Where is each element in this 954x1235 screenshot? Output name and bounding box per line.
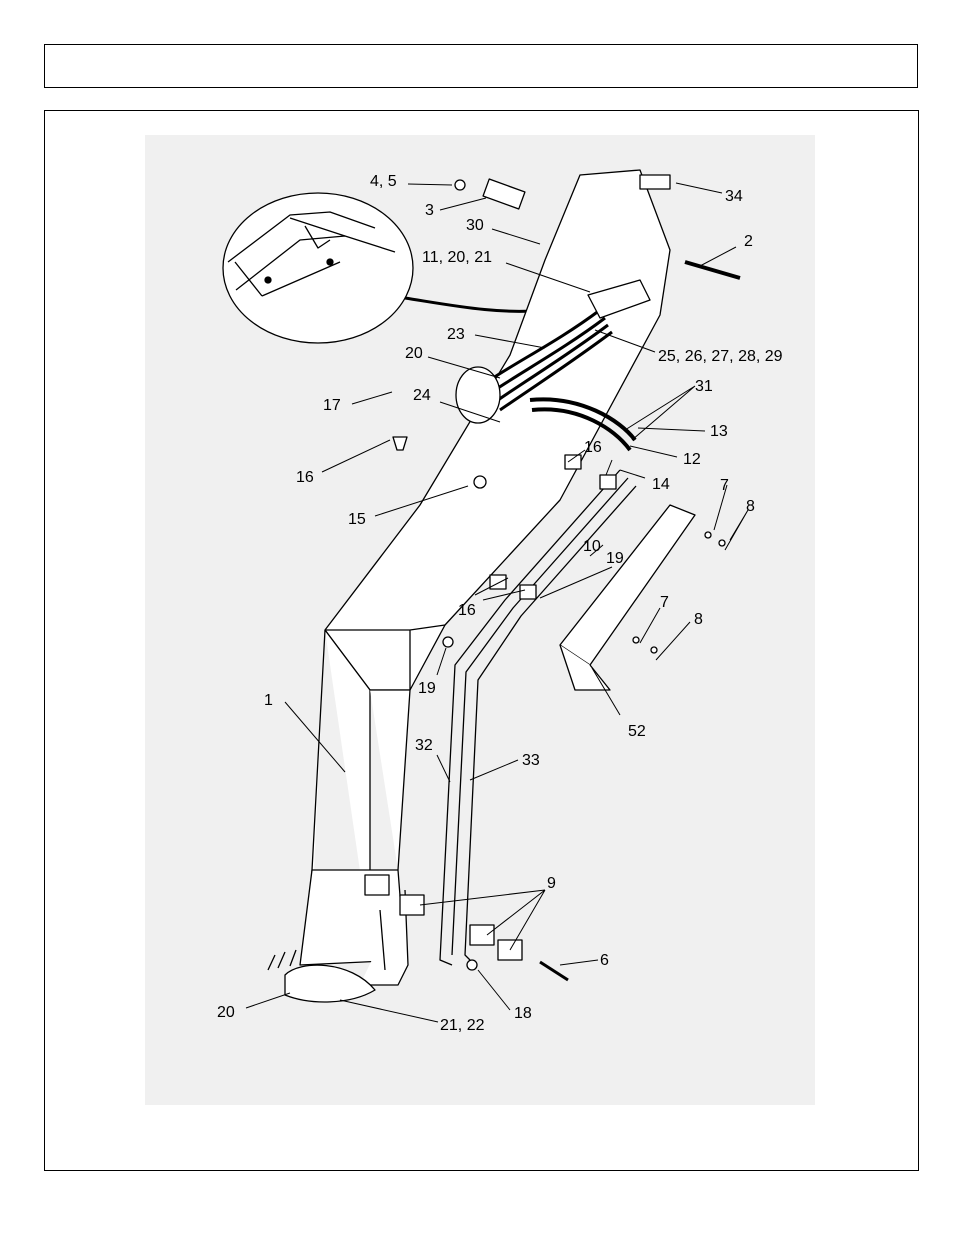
label-15: 15 bbox=[348, 511, 366, 528]
hose-bundle bbox=[455, 279, 651, 452]
header-box bbox=[44, 44, 918, 88]
label-6: 6 bbox=[600, 952, 609, 969]
label-8-lower: 8 bbox=[694, 611, 703, 628]
label-20-lower: 20 bbox=[217, 1004, 235, 1021]
label-9: 9 bbox=[547, 875, 556, 892]
label-30: 30 bbox=[466, 217, 484, 234]
mounting-plate bbox=[559, 504, 696, 691]
label-8-upper: 8 bbox=[746, 498, 755, 515]
label-19-lower: 19 bbox=[418, 680, 436, 697]
label-31: 31 bbox=[695, 378, 713, 395]
label-16-middle: 16 bbox=[458, 602, 476, 619]
label-1: 1 bbox=[264, 692, 273, 709]
label-18: 18 bbox=[514, 1005, 532, 1022]
label-24: 24 bbox=[413, 387, 431, 404]
label-7-lower: 7 bbox=[660, 594, 669, 611]
label-13: 13 bbox=[710, 423, 728, 440]
detail-inset bbox=[222, 192, 546, 344]
label-14: 14 bbox=[652, 476, 670, 493]
label-21-22: 21, 22 bbox=[440, 1017, 485, 1034]
label-2: 2 bbox=[744, 233, 753, 250]
label-12: 12 bbox=[683, 451, 701, 468]
label-17: 17 bbox=[323, 397, 341, 414]
label-52: 52 bbox=[628, 723, 646, 740]
leader-lines bbox=[245, 182, 749, 1023]
label-10: 10 bbox=[583, 538, 601, 555]
label-19-upper: 19 bbox=[606, 550, 624, 567]
label-20-upper: 20 bbox=[405, 345, 423, 362]
label-23: 23 bbox=[447, 326, 465, 343]
label-25-29: 25, 26, 27, 28, 29 bbox=[658, 348, 783, 365]
hardware bbox=[392, 174, 741, 982]
label-32: 32 bbox=[415, 737, 433, 754]
diagram-frame bbox=[44, 110, 919, 1171]
label-7-upper: 7 bbox=[720, 477, 729, 494]
label-11-20-21: 11, 20, 21 bbox=[422, 249, 492, 266]
label-16-left: 16 bbox=[296, 469, 314, 486]
label-16-upper: 16 bbox=[584, 439, 602, 456]
label-34: 34 bbox=[725, 188, 743, 205]
hydraulic-lines bbox=[439, 469, 637, 966]
label-4-5: 4, 5 bbox=[370, 173, 397, 190]
callout-labels: 34 4, 5 3 30 2 11, 20, 21 23 25, 26, 27,… bbox=[217, 173, 783, 1034]
lower-hoses bbox=[267, 949, 376, 1003]
label-33: 33 bbox=[522, 752, 540, 769]
boom-arm bbox=[299, 169, 671, 986]
label-3: 3 bbox=[425, 202, 434, 219]
